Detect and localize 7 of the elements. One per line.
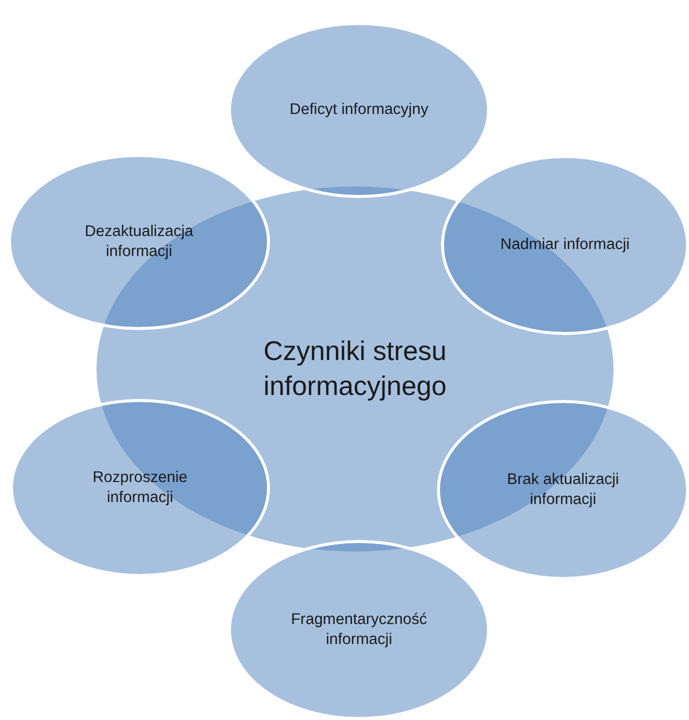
node-label: Fragmentaryczność informacji (290, 610, 428, 650)
central-label: Czynniki stresu informacyjnego (262, 334, 448, 403)
node-label: Deficyt informacyjny (290, 100, 428, 120)
node-label: Dezaktualizacja informacji (84, 222, 194, 262)
node-label: Nadmiar informacji (500, 234, 630, 255)
node-label: Brak aktualizacji informacji (506, 470, 620, 510)
node-label: Rozproszenie informacji (92, 468, 188, 508)
